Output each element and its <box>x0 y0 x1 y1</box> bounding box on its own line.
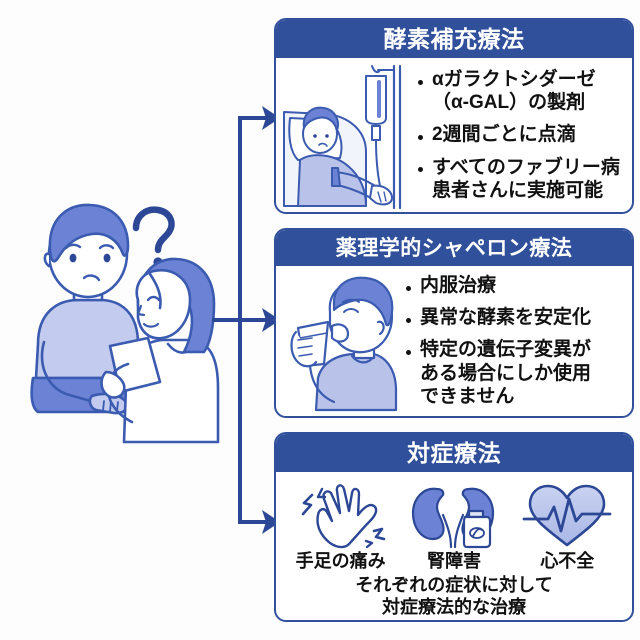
bullet-item: 特定の遺伝子変異が ある場合にしか使用 できません <box>404 338 628 408</box>
bullet-item: 2週間ごとに点滴 <box>416 123 628 146</box>
bullet-item: 異常な酵素を安定化 <box>404 306 628 329</box>
ecg-line <box>522 497 612 533</box>
symptom-label: 腎障害 <box>426 551 481 572</box>
panel-symptomatic-therapy: 対症療法 <box>274 432 634 622</box>
panel-title-enzyme-replacement: 酵素補充療法 <box>276 20 632 58</box>
panel-body-pharmacological-chaperone: 内服治療 異常な酵素を安定化 特定の遺伝子変異が ある場合にしか使用 できません <box>276 266 632 416</box>
bullet-item: すべてのファブリー病 患者さんに実施可能 <box>416 156 628 202</box>
bullet-list-pharmacological-chaperone: 内服治療 異常な酵素を安定化 特定の遺伝子変異が ある場合にしか使用 できません <box>400 274 628 408</box>
heart-shape <box>529 485 606 547</box>
symptom-label: 心不全 <box>540 551 595 572</box>
symptom-icon-row: 手足の痛み <box>284 476 624 572</box>
symptom-label: 手足の痛み <box>295 551 386 572</box>
symptom-heart-failure: 心不全 <box>511 481 623 572</box>
panel-body-enzyme-replacement: αガラクトシダーゼ （α-GAL）の製剤 2週間ごとに点滴 すべてのファブリー病… <box>276 58 632 212</box>
bullet-list-enzyme-replacement: αガラクトシダーゼ （α-GAL）の製剤 2週間ごとに点滴 すべてのファブリー病… <box>412 68 628 202</box>
panel-enzyme-replacement: 酵素補充療法 <box>274 18 634 214</box>
kidney-disorder-icon <box>407 481 501 549</box>
symptomatic-caption: それぞれの症状に対して 対症療法的な治療 <box>355 575 553 618</box>
iv-drip-patient-illustration <box>282 60 412 210</box>
arrow-head-2 <box>262 308 280 332</box>
arrow-head-1 <box>262 106 280 130</box>
panel-pharmacological-chaperone: 薬理学的シャペロン療法 <box>274 228 634 418</box>
hand-pain-svg <box>301 484 385 549</box>
patient-and-doctor-scene <box>8 196 230 444</box>
panel-body-symptomatic-therapy: 手足の痛み <box>276 472 632 620</box>
symptom-hand-pain: 手足の痛み <box>285 481 397 572</box>
branching-connector <box>212 96 282 544</box>
connector-svg <box>212 106 280 534</box>
hand-pain-icon <box>294 481 388 549</box>
panel-title-symptomatic-therapy: 対症療法 <box>276 434 632 472</box>
kidney-svg <box>411 488 495 549</box>
question-mark-glyph <box>132 206 175 267</box>
bullet-item: αガラクトシダーゼ （α-GAL）の製剤 <box>416 68 628 114</box>
people-svg <box>30 203 220 444</box>
heart-ecg-svg <box>522 485 612 547</box>
symptom-kidney-disorder: 腎障害 <box>398 481 510 572</box>
arrow-head-3 <box>262 510 280 534</box>
person-drinking-medicine-illustration <box>282 270 400 412</box>
bullet-item: 内服治療 <box>404 274 628 297</box>
heart-failure-icon <box>520 481 614 549</box>
panel-title-pharmacological-chaperone: 薬理学的シャペロン療法 <box>276 230 632 266</box>
drinking-person-svg <box>290 276 398 412</box>
iv-drip-svg <box>283 64 402 210</box>
